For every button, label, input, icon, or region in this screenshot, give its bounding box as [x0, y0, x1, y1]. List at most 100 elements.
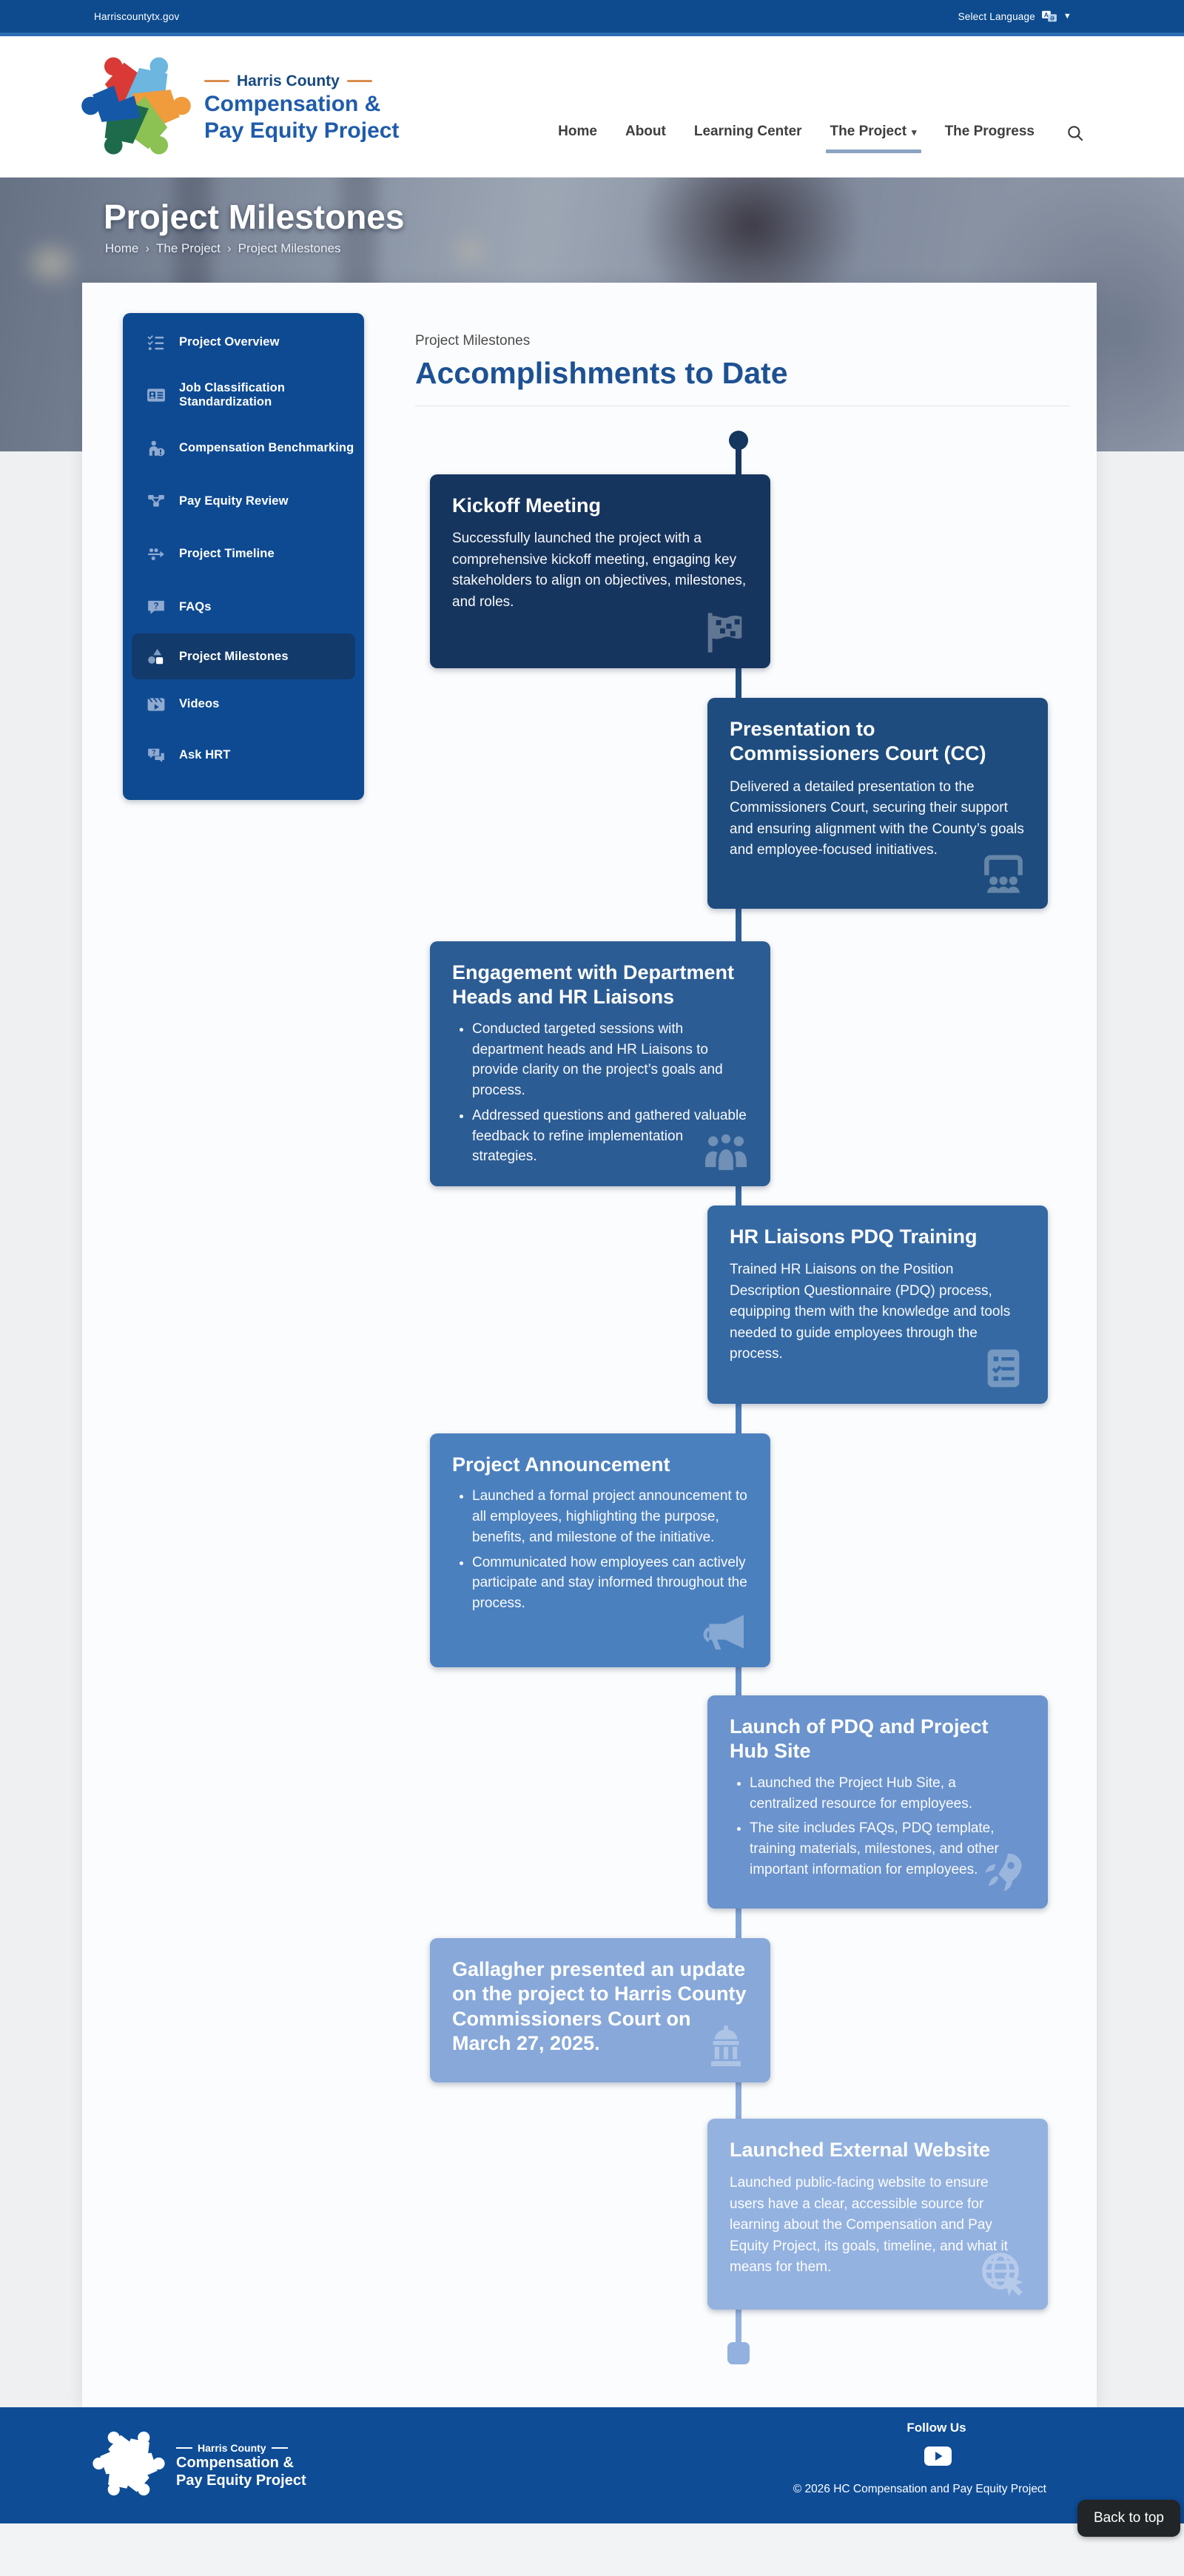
- milestone-card-2: Presentation to Commissioners Court (CC)…: [707, 698, 1048, 909]
- page-bottom-strip: [0, 2523, 1184, 2576]
- milestone-title: Launched External Website: [730, 2139, 991, 2161]
- sidebar-item-project-timeline[interactable]: Project Timeline: [123, 528, 364, 581]
- rocket-icon: [977, 1849, 1030, 1897]
- sidebar-item-ask-hrt[interactable]: ?Ask HRT: [123, 729, 364, 782]
- nav-item-home[interactable]: Home: [558, 124, 597, 139]
- question-bubble-icon: ?: [148, 601, 164, 614]
- hero-title: Project Milestones: [104, 198, 405, 236]
- milestone-bullet: Conducted targeted sessions with departm…: [472, 1019, 748, 1101]
- site-footer: Harris County Compensation & Pay Equity …: [0, 2407, 1184, 2523]
- copyright-text: © 2026 HC Compensation and Pay Equity Pr…: [793, 2483, 1046, 2495]
- network-icon: [148, 495, 164, 507]
- nav-item-learning-center[interactable]: Learning Center: [693, 124, 802, 139]
- globe-pointer-icon: [982, 2253, 1023, 2297]
- milestone-card-7: Gallagher presented an update on the pro…: [430, 1938, 770, 2082]
- back-to-top-button[interactable]: Back to top: [1077, 2500, 1180, 2537]
- milestone-description: Launched public-facing website to ensure…: [730, 2175, 1008, 2276]
- screen-users-icon: [984, 855, 1023, 893]
- chevron-down-icon: ▾: [912, 127, 917, 138]
- milestone-description: Delivered a detailed presentation to the…: [730, 778, 1024, 858]
- sidebar-item-videos[interactable]: Videos: [123, 679, 364, 729]
- main-content: Project Milestones Accomplishments to Da…: [415, 333, 1069, 2398]
- nav-item-about[interactable]: About: [625, 124, 666, 139]
- top-bar: Harriscountytx.gov Select Language A Ə ▼: [0, 0, 1184, 33]
- svg-text:?: ?: [152, 748, 156, 756]
- screen-users-icon: [977, 850, 1030, 897]
- footer-brand-line1: Harris County: [198, 2441, 266, 2454]
- flag-checkered-icon: [707, 613, 742, 653]
- list-check-icon: [147, 334, 164, 350]
- svg-text:Ə: Ə: [1050, 15, 1054, 21]
- breadcrumb: Home›The Project›Project Milestones: [105, 241, 341, 255]
- milestone-bullet: Communicated how employees can actively …: [472, 1553, 748, 1614]
- sidebar-item-faqs[interactable]: ?FAQs: [123, 581, 364, 634]
- top-bar-accent: [0, 33, 1184, 36]
- county-site-link[interactable]: Harriscountytx.gov: [94, 10, 180, 22]
- translate-icon: A Ə: [1042, 10, 1057, 21]
- milestone-card-6: Launch of PDQ and Project Hub SiteLaunch…: [707, 1695, 1048, 1909]
- nav-item-the-progress[interactable]: The Progress: [944, 124, 1035, 139]
- sidebar-item-project-milestones[interactable]: Project Milestones: [132, 633, 355, 679]
- clipboard-list-icon: [987, 1349, 1020, 1388]
- breadcrumb-the-project[interactable]: The Project: [156, 241, 221, 255]
- milestone-bullet: The site includes FAQs, PDQ template, tr…: [750, 1818, 1026, 1880]
- sidebar-item-pay-equity-review[interactable]: Pay Equity Review: [123, 475, 364, 528]
- milestone-card-3: Engagement with Department Heads and HR …: [430, 941, 770, 1187]
- milestone-title: Kickoff Meeting: [452, 494, 602, 517]
- brand-logo-icon: [75, 45, 197, 170]
- milestone-title: Project Announcement: [452, 1453, 670, 1476]
- milestone-bullets: Launched the Project Hub Site, a central…: [730, 1773, 1026, 1880]
- footer-brand-line2: Compensation &: [176, 2454, 294, 2471]
- sidebar-item-project-overview[interactable]: Project Overview: [123, 316, 364, 369]
- milestone-title: Launch of PDQ and Project Hub Site: [730, 1715, 989, 1763]
- people-group-icon: [699, 1127, 753, 1174]
- landmark-icon: [711, 2025, 741, 2067]
- rocket-icon: [985, 1853, 1022, 1891]
- site-logo[interactable]: Harris County Compensation & Pay Equity …: [75, 45, 399, 170]
- site-header: Harris County Compensation & Pay Equity …: [0, 36, 1184, 178]
- milestone-bullets: Conducted targeted sessions with departm…: [452, 1019, 748, 1167]
- timeline-icon: [148, 548, 164, 560]
- megaphone-icon: [699, 1608, 753, 1655]
- milestone-title: Presentation to Commissioners Court (CC): [730, 718, 986, 765]
- footer-brand-line3: Pay Equity Project: [176, 2472, 306, 2489]
- chat-question-icon: ?: [148, 748, 164, 762]
- timeline-start-dot: [729, 431, 748, 450]
- svg-text:?: ?: [153, 601, 158, 611]
- page-title: Accomplishments to Date: [415, 356, 788, 390]
- svg-text:A: A: [1044, 12, 1049, 19]
- caret-down-icon: ▼: [1063, 12, 1072, 21]
- footer-logo-icon: [89, 2424, 169, 2507]
- milestone-card-5: Project AnnouncementLaunched a formal pr…: [430, 1433, 770, 1667]
- megaphone-icon: [703, 1615, 744, 1649]
- brand-line1: Harris County: [237, 72, 340, 90]
- search-icon[interactable]: [1066, 124, 1085, 143]
- person-alert-icon: [149, 440, 165, 457]
- milestone-title: Gallagher presented an update on the pro…: [452, 1958, 747, 2055]
- globe-pointer-icon: [977, 2250, 1030, 2298]
- follow-us-label: Follow Us: [906, 2421, 966, 2435]
- milestone-bullet: Launched a formal project announcement t…: [472, 1486, 748, 1547]
- breadcrumb-project-milestones: Project Milestones: [238, 241, 341, 255]
- brand-line3: Pay Equity Project: [204, 118, 400, 143]
- id-card-icon: [147, 389, 165, 402]
- timeline-end-marker: [727, 2342, 750, 2364]
- clipboard-list-icon: [977, 1345, 1030, 1392]
- sidebar-item-job-classification-standardization[interactable]: Job Classification Standardization: [123, 369, 364, 423]
- footer-logo: Harris County Compensation & Pay Equity …: [89, 2424, 306, 2507]
- youtube-icon[interactable]: [924, 2446, 952, 2466]
- milestone-title: HR Liaisons PDQ Training: [730, 1225, 978, 1248]
- brand-line2: Compensation &: [204, 91, 381, 116]
- sidebar-item-compensation-benchmarking[interactable]: Compensation Benchmarking: [123, 422, 364, 475]
- language-selector[interactable]: Select Language A Ə ▼: [958, 10, 1072, 23]
- nav-item-the-project[interactable]: The Project▾: [825, 124, 921, 153]
- milestone-bullet: Addressed questions and gathered valuabl…: [472, 1106, 748, 1167]
- milestone-description: Successfully launched the project with a…: [452, 531, 747, 610]
- shapes-icon: [148, 648, 164, 665]
- breadcrumb-home[interactable]: Home: [105, 241, 139, 255]
